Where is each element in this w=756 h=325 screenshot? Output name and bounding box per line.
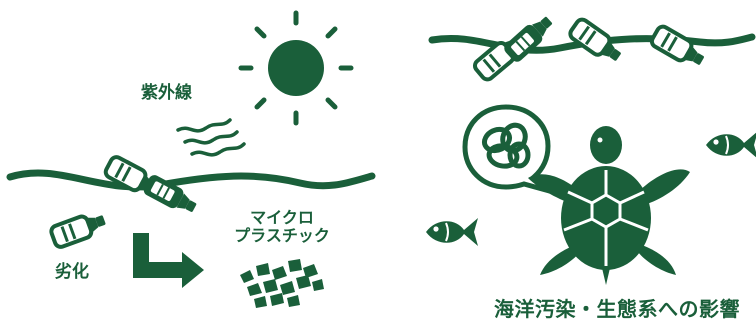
microplastic-label-line2: プラスチック xyxy=(234,226,330,246)
microplastic-label-line1: マイクロ xyxy=(250,208,314,227)
sea-turtle-icon xyxy=(528,126,690,285)
turtle-shell-pattern xyxy=(563,170,649,266)
turtle-eye xyxy=(597,137,603,143)
plastic-bottle-icon xyxy=(500,10,558,66)
speech-bubble-icon xyxy=(462,104,554,195)
fish-icon xyxy=(705,130,756,160)
plastic-bottle-icon xyxy=(647,22,710,73)
sea-surface-wave xyxy=(6,169,376,191)
fish-icon xyxy=(425,217,479,247)
arrow-icon xyxy=(133,233,204,288)
degradation-label: 劣化 xyxy=(55,262,89,282)
uv-label: 紫外線 xyxy=(141,83,192,103)
plastic-bottle-icon xyxy=(47,207,110,251)
impact-caption: 海洋汚染・生態系への影響 xyxy=(494,297,740,321)
sun-icon xyxy=(238,10,354,126)
microplastic-label: マイクロ プラスチック xyxy=(228,208,336,246)
microplastic-pieces-icon xyxy=(240,259,324,308)
uv-rays-icon xyxy=(176,118,246,157)
plastic-ring-icon xyxy=(481,122,531,169)
